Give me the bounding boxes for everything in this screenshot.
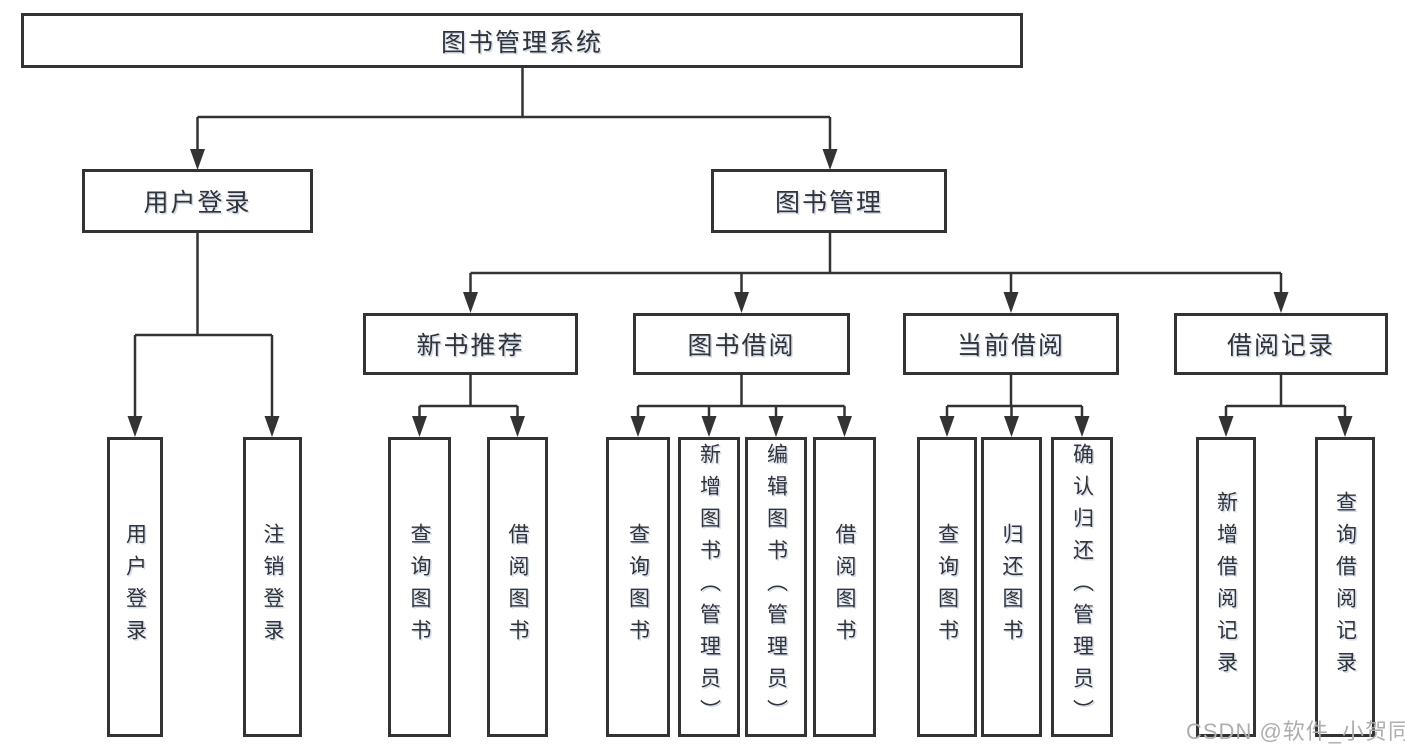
leaf-borrow-book-2: 借阅图书 [813, 437, 876, 737]
node-current-borrow: 当前借阅 [903, 313, 1119, 375]
arrowheads [127, 149, 1353, 437]
node-book-borrow: 图书借阅 [633, 313, 850, 375]
leaf-return-book-label: 归还图书 [1000, 523, 1023, 651]
leaf-logout: 注销登录 [243, 437, 302, 737]
node-current-borrow-label: 当前借阅 [956, 332, 1065, 360]
leaf-edit-book-admin: 编辑图书（管理员） [745, 437, 807, 737]
csdn-watermark: CSDN @软件_小贺同学 [1186, 719, 1405, 744]
node-library-management-system: 图书管理系统 [21, 13, 1023, 68]
leaf-user-login-label: 用户登录 [123, 523, 147, 651]
leaf-query-borrow-record-label: 查询借阅记录 [1333, 491, 1357, 683]
leaf-add-borrow-record-label: 新增借阅记录 [1214, 491, 1238, 683]
node-new-book-recommend-label: 新书推荐 [416, 332, 525, 360]
leaf-add-borrow-record: 新增借阅记录 [1196, 437, 1256, 737]
leaf-add-book-admin-label: 新增图书（管理员） [697, 443, 721, 731]
node-book-management-label: 图书管理 [774, 189, 883, 217]
leaf-borrow-book-2-label: 借阅图书 [833, 523, 856, 651]
leaf-add-book-admin: 新增图书（管理员） [678, 437, 740, 737]
node-book-borrow-label: 图书借阅 [687, 332, 796, 360]
node-user-login-label: 用户登录 [143, 189, 252, 217]
leaf-logout-label: 注销登录 [261, 523, 284, 651]
leaf-return-book: 归还图书 [981, 437, 1042, 737]
leaf-query-book-1-label: 查询图书 [408, 523, 431, 651]
leaf-borrow-book-1-label: 借阅图书 [506, 523, 529, 651]
leaf-query-book-3-label: 查询图书 [935, 523, 959, 651]
node-user-login: 用户登录 [82, 169, 313, 233]
leaf-query-book-1: 查询图书 [388, 437, 451, 737]
node-book-management: 图书管理 [711, 169, 947, 233]
leaf-confirm-return-admin-label: 确认归还（管理员） [1070, 443, 1094, 731]
node-new-book-recommend: 新书推荐 [363, 313, 578, 375]
leaf-query-book-3: 查询图书 [917, 437, 977, 737]
leaf-edit-book-admin-label: 编辑图书（管理员） [764, 443, 788, 731]
leaf-borrow-book-1: 借阅图书 [487, 437, 548, 737]
node-borrow-record-label: 借阅记录 [1226, 332, 1335, 360]
node-library-management-system-label: 图书管理系统 [440, 28, 603, 57]
leaf-query-book-2-label: 查询图书 [626, 523, 650, 651]
leaf-query-book-2: 查询图书 [606, 437, 670, 737]
node-borrow-record: 借阅记录 [1174, 313, 1388, 375]
leaf-confirm-return-admin: 确认归还（管理员） [1051, 437, 1113, 737]
leaf-user-login: 用户登录 [107, 437, 163, 737]
leaf-query-borrow-record: 查询借阅记录 [1315, 437, 1375, 737]
